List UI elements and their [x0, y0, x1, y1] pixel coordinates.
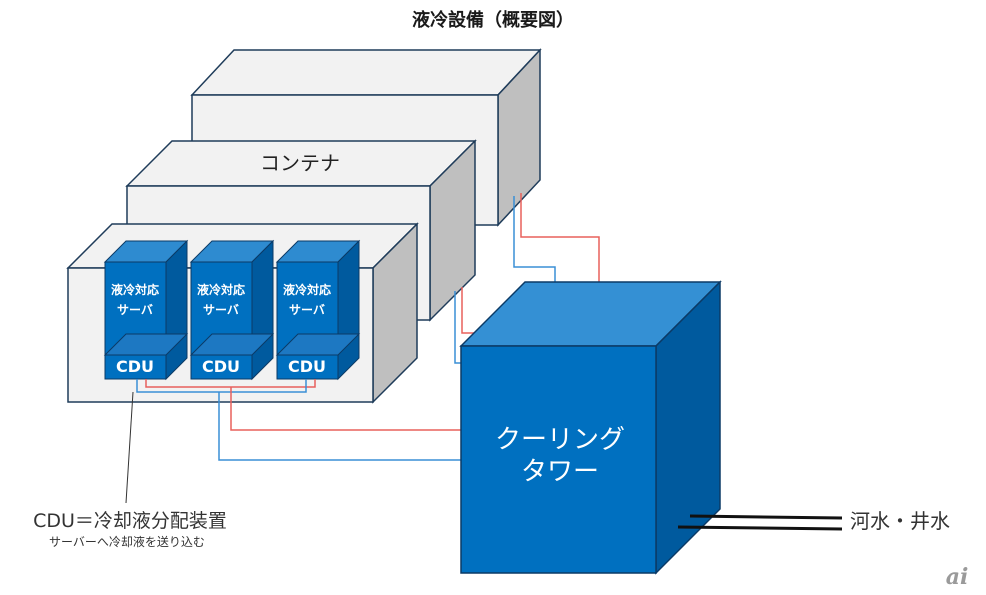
diagram-title: 液冷設備（概要図） — [412, 9, 574, 31]
water-pipes — [677, 514, 843, 531]
cdu-legend-main: CDU＝冷却液分配装置 — [33, 510, 227, 532]
cdu-label-1: CDU — [116, 357, 154, 376]
server-rack-1: 液冷対応 サーバ CDU — [103, 239, 189, 381]
server-label-1b: サーバ — [117, 303, 153, 317]
cdu-label-3: CDU — [288, 357, 326, 376]
pipes-upper — [454, 193, 600, 364]
cooling-tower-label-2: タワー — [521, 457, 599, 487]
cooling-tower-label-1: クーリング — [495, 425, 625, 455]
server-label-1a: 液冷対応 — [111, 282, 159, 297]
pipes-cdu — [136, 379, 462, 461]
server-label-3a: 液冷対応 — [283, 282, 331, 297]
server-label-2a: 液冷対応 — [197, 282, 245, 297]
ai-logo: ai — [946, 564, 969, 590]
server-rack-3: 液冷対応 サーバ CDU — [275, 239, 361, 381]
water-source-label: 河水・井水 — [850, 509, 950, 533]
server-label-2b: サーバ — [203, 303, 239, 317]
container-label: コンテナ — [260, 151, 340, 175]
server-label-3b: サーバ — [289, 303, 325, 317]
cdu-label-2: CDU — [202, 357, 240, 376]
cdu-legend-sub: サーバーへ冷却液を送り込む — [49, 534, 205, 549]
server-rack-2: 液冷対応 サーバ CDU — [189, 239, 275, 381]
cooling-tower: クーリング タワー — [459, 280, 722, 575]
cdu-leader-line — [125, 391, 134, 504]
